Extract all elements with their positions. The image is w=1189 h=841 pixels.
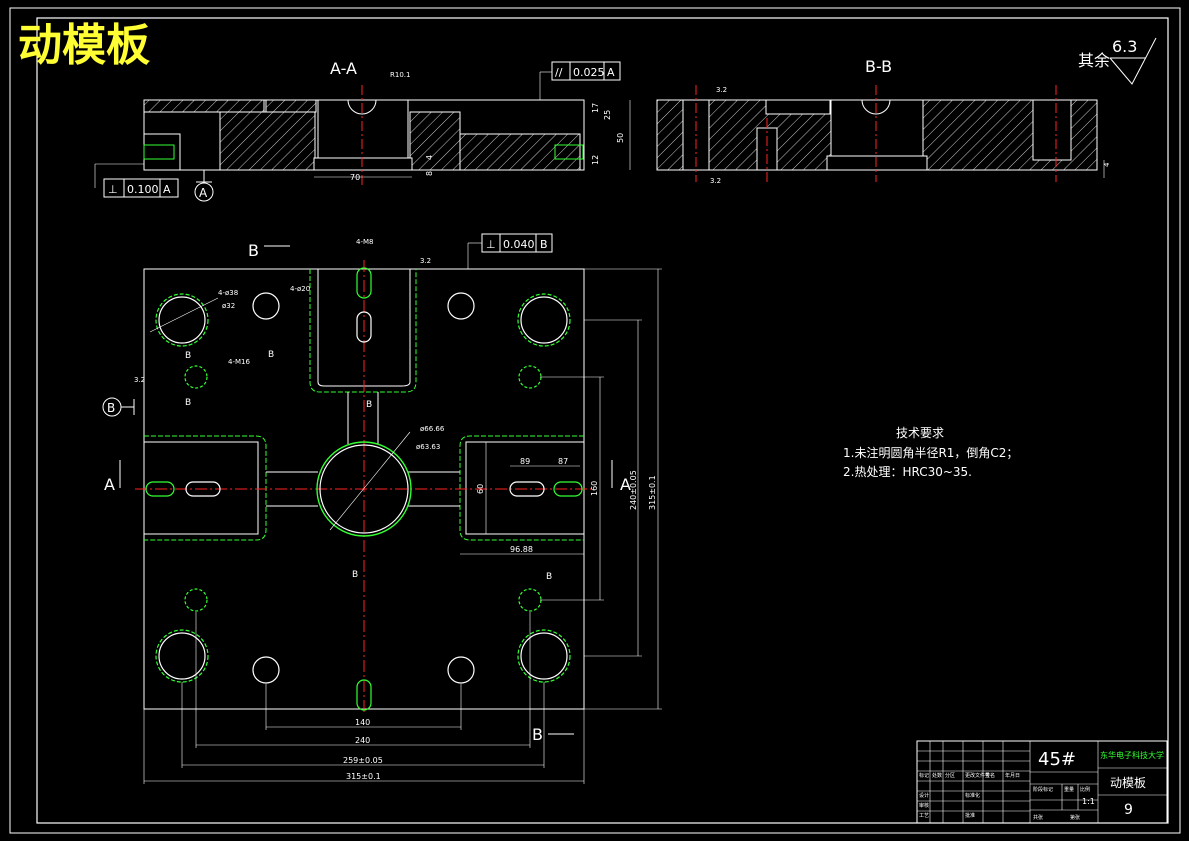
title-block-scale: 1:1 [1082, 797, 1095, 806]
outer-frame [9, 7, 1181, 834]
svg-text:比例: 比例 [1080, 786, 1090, 793]
svg-text:共张: 共张 [1033, 814, 1043, 821]
label-4-m16: 4-M16 [228, 358, 250, 366]
perp-b-symbol: ⊥ [486, 238, 496, 251]
section-bb-label: B-B [865, 57, 892, 76]
datum-a-symbol [194, 182, 214, 202]
svg-text:分区: 分区 [945, 772, 955, 779]
tech-req-heading: 技术要求 [896, 426, 944, 440]
perp-b-datum: B [540, 238, 548, 251]
parallel-value: 0.025 [573, 66, 605, 79]
perp-b-value: 0.040 [503, 238, 535, 251]
svg-text:批准: 批准 [965, 812, 975, 819]
title-block-material: 45# [1038, 749, 1076, 770]
perp-tolerance-a-frame [103, 178, 179, 198]
label-d6666: ø66.66 [420, 425, 445, 433]
svg-text:B: B [352, 570, 358, 580]
svg-text:年月日: 年月日 [1005, 772, 1020, 779]
bb-rough-top: 3.2 [716, 86, 727, 94]
svg-text:B: B [268, 350, 274, 360]
dim-315-horizontal: 315±0.1 [346, 772, 381, 781]
svg-text:标准化: 标准化 [965, 792, 980, 799]
svg-text:第张: 第张 [1070, 814, 1080, 821]
perp-a-datum: A [163, 183, 171, 196]
bb-rough-bottom: 3.2 [710, 177, 721, 185]
inner-frame [36, 17, 1169, 824]
small-section-b-marks: B B B B B B [185, 350, 552, 582]
technical-requirements: 技术要求 1.未注明圆角半径R1，倒角C2； 2.热处理：HRC30~35. [843, 426, 1018, 479]
section-aa-label: A-A [330, 59, 357, 78]
label-4-d20: 4-ø20 [290, 285, 310, 293]
dim-4: 4 [425, 155, 434, 160]
dim-60: 60 [476, 484, 485, 494]
svg-text:工艺: 工艺 [919, 813, 929, 819]
svg-text:B: B [546, 572, 552, 582]
plan-rough-top: 3.2 [420, 257, 431, 265]
perp-a-symbol: ⊥ [108, 183, 118, 196]
svg-text:阶段标记: 阶段标记 [1033, 786, 1053, 793]
svg-text:设计: 设计 [919, 792, 929, 799]
drawing-title: 动模板 [18, 20, 150, 71]
datum-a-letter: A [199, 186, 208, 200]
plan-rough-left: 3.2 [134, 376, 145, 384]
dim-160: 160 [590, 481, 599, 496]
dim-140: 140 [355, 718, 370, 727]
dim-240-horizontal: 240 [355, 736, 370, 745]
finish-value: 6.3 [1112, 37, 1137, 56]
svg-text:B: B [185, 351, 191, 361]
radius-label: R10.1 [390, 71, 410, 79]
section-mark-b-bottom: B [532, 725, 543, 744]
bb-dim-4: 4 [1103, 162, 1111, 167]
center-bore-outer [316, 441, 412, 537]
parallel-symbol: // [555, 66, 563, 79]
finish-prefix: 其余 [1078, 51, 1110, 70]
perp-a-value: 0.100 [127, 183, 159, 196]
section-mark-b-top: B [248, 241, 259, 260]
section-aa-view: A-A R10.1 70 50 17 25 12 8 4 // 0.025 A [94, 59, 631, 202]
perp-tolerance-b-frame [481, 233, 553, 253]
section-bb-view: B-B 3.2 3.2 4 [656, 57, 1111, 185]
label-d32: ø32 [222, 302, 235, 310]
tech-req-line1: 1.未注明圆角半径R1，倒角C2； [843, 445, 1018, 460]
svg-text:B: B [366, 400, 372, 410]
label-4-m8: 4-M8 [356, 238, 373, 246]
title-block: 45# 东华电子科技大学 动模板 1:1 9 标记 处数 分区 更改文件号 签名… [916, 740, 1168, 824]
dim-25: 25 [603, 110, 612, 120]
label-d6363: ø63.63 [416, 443, 440, 451]
svg-text:B: B [185, 398, 191, 408]
datum-b-letter: B [107, 401, 115, 415]
section-mark-a-left: A [104, 475, 115, 494]
center-bore-inner [319, 444, 409, 534]
svg-text:审核: 审核 [919, 802, 929, 809]
parallel-tolerance-frame [551, 61, 621, 81]
title-block-company: 东华电子科技大学 [1100, 750, 1164, 760]
dim-87: 87 [558, 457, 568, 466]
section-mark-a-right: A [620, 475, 631, 494]
svg-text:处数: 处数 [932, 772, 942, 779]
svg-text:签名: 签名 [985, 772, 995, 779]
svg-text:更改文件号: 更改文件号 [965, 772, 990, 779]
dim-17: 17 [591, 103, 600, 113]
title-block-cells: 标记 处数 分区 更改文件号 签名 年月日 设计 标准化 阶段标记 重量 比例 … [919, 772, 1090, 821]
surface-finish-note: 其余 6.3 [1078, 37, 1157, 85]
plan-view: 4-M8 4-ø38 ø32 4-ø20 4-M16 ø66.66 ø63.63… [102, 233, 662, 784]
parallel-datum: A [607, 66, 615, 79]
svg-text:标记: 标记 [919, 772, 929, 779]
dim-89: 89 [520, 457, 530, 466]
dim-70: 70 [350, 173, 360, 182]
dim-240-vertical: 240±0.05 [629, 470, 638, 510]
title-block-sheet: 9 [1124, 802, 1133, 818]
dim-50: 50 [616, 133, 625, 143]
dim-96-88: 96.88 [510, 545, 533, 554]
label-4-d38: 4-ø38 [218, 289, 238, 297]
tech-req-line2: 2.热处理：HRC30~35. [843, 465, 972, 479]
dim-259: 259±0.05 [343, 756, 383, 765]
svg-text:重量: 重量 [1064, 786, 1074, 793]
title-block-part-name: 动模板 [1110, 776, 1146, 790]
dim-315-vertical: 315±0.1 [648, 475, 657, 510]
dim-12: 12 [591, 155, 600, 165]
dim-8: 8 [425, 171, 434, 176]
